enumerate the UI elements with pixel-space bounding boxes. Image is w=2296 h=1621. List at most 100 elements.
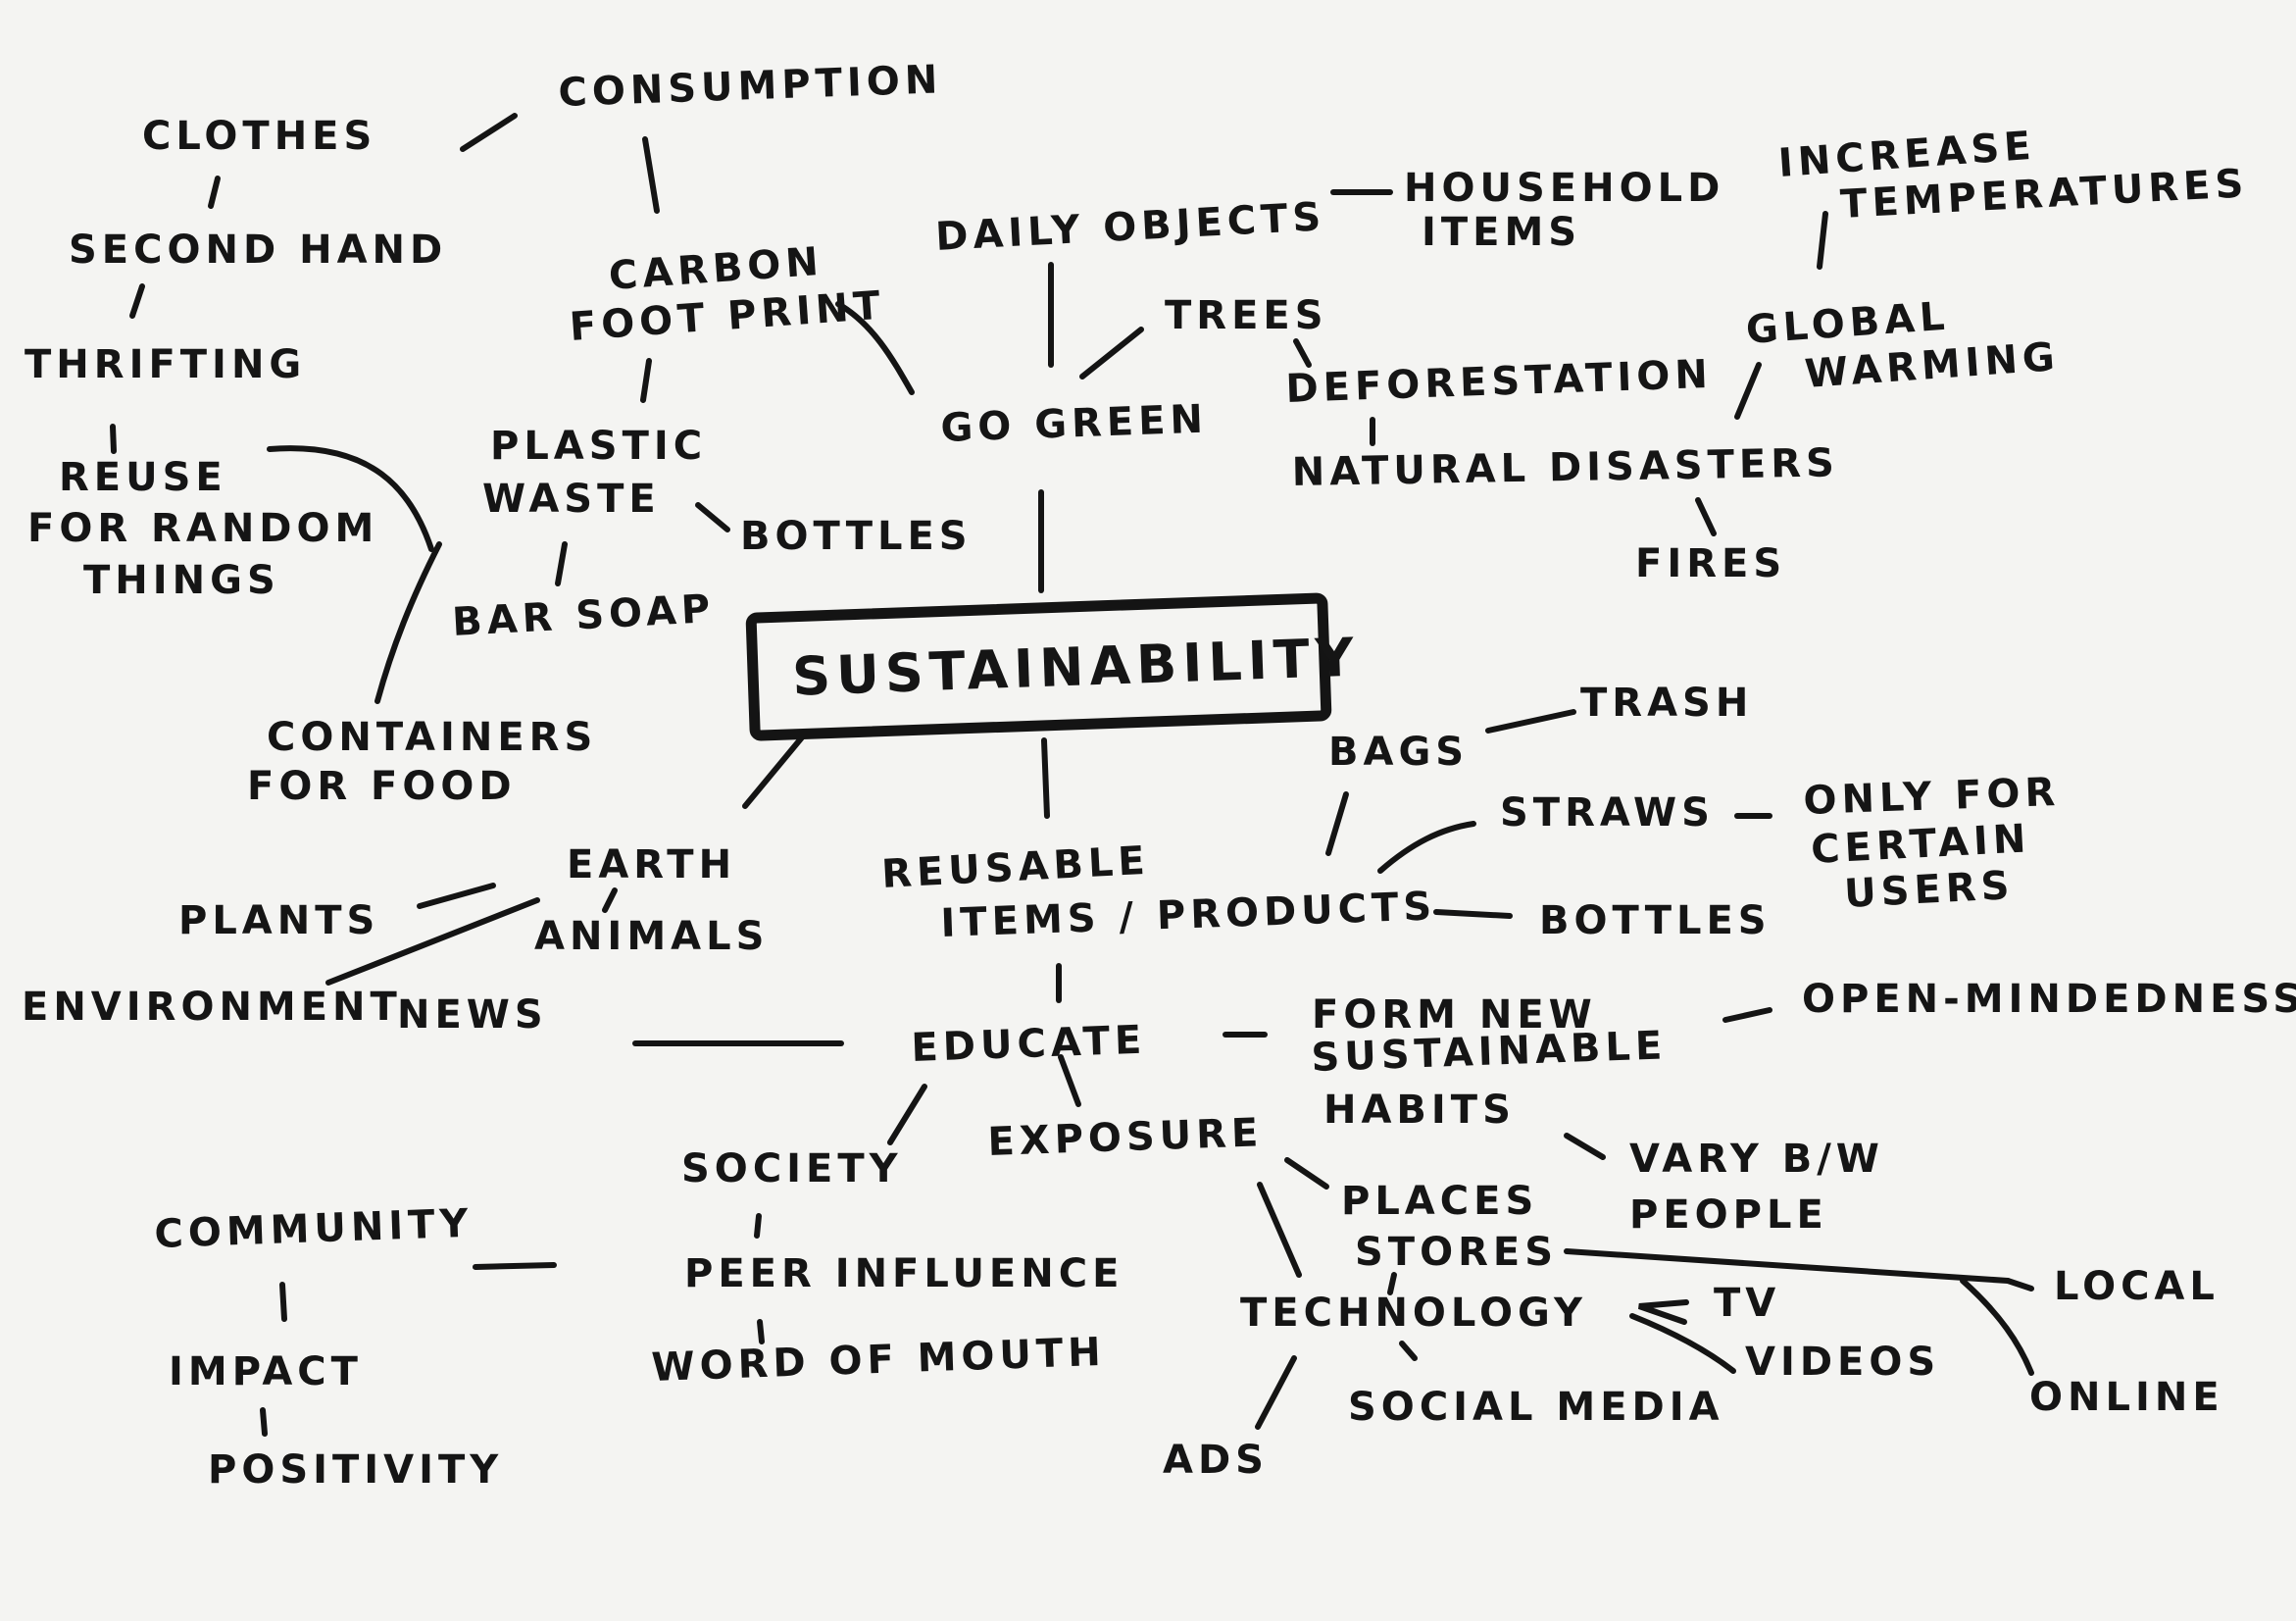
link-reusable-straws [1377,821,1476,874]
node-containers-line1: CONTAINERS [267,715,597,760]
node-bottles-bottom: BOTTLES [1539,898,1772,943]
link-thrifting-reuse [110,424,117,454]
node-go-green: GO GREEN [940,397,1209,451]
node-vary-line1: VARY B/W [1629,1137,1884,1182]
link-center-reusable [1041,737,1050,819]
link-natural-fires [1695,497,1717,536]
link-technology-social [1399,1341,1418,1361]
node-plants: PLANTS [178,898,379,943]
node-online: ONLINE [2029,1375,2224,1420]
node-straws: STRAWS [1500,790,1715,836]
node-reusable-line1: REUSABLE [880,838,1151,897]
node-vary-line2: PEOPLE [1629,1192,1828,1238]
node-reuse-line1: REUSE [59,455,227,500]
link-secondhand-thrifting [129,283,145,319]
node-reusable-line2: ITEMS / PRODUCTS [940,884,1437,946]
link-technology-ads [1255,1355,1297,1430]
node-daily-objects: DAILY OBJECTS [934,194,1326,260]
link-plastic-bottles [695,502,730,532]
node-plastic-line2: WASTE [482,477,661,522]
link-consumption-carbon [642,136,660,214]
link-reuse-containers [267,445,434,552]
node-social-media: SOCIAL MEDIA [1348,1385,1724,1430]
node-exposure: EXPOSURE [987,1110,1264,1165]
node-habits-line3: HABITS [1323,1088,1516,1133]
link-stores-local [1564,1248,2011,1284]
node-environment: ENVIRONMENT [22,985,402,1030]
link-clothes-consumption [460,113,518,152]
link-tv-technology [1638,1299,1689,1325]
node-plastic-line1: PLASTIC [490,424,707,469]
node-impact: IMPACT [169,1349,363,1394]
link-peer-word [757,1319,765,1344]
link-community-peer [473,1262,557,1270]
link-environment-earth [325,897,540,986]
node-household-line2: ITEMS [1422,210,1581,255]
link-exposure-places [1284,1157,1329,1190]
node-natural-disasters: NATURAL DISASTERS [1291,440,1839,495]
node-educate: EDUCATE [911,1018,1147,1071]
node-positivity: POSITIVITY [208,1447,503,1493]
node-places: PLACES [1341,1179,1538,1224]
node-deforestation: DEFORESTATION [1285,352,1714,412]
connector-lines [110,113,2034,1437]
node-society: SOCIETY [681,1146,903,1191]
node-habits-line1: FORM NEW [1312,992,1597,1038]
link-videos-technology [1629,1313,1736,1374]
node-word-of-mouth: WORD OF MOUTH [651,1330,1107,1391]
link-natural-global [1734,362,1762,420]
link-earth-animals [602,887,618,913]
node-news: NEWS [397,992,548,1038]
node-reuse-line2: FOR RANDOM [27,506,378,551]
link-stores-online [1960,1278,2034,1376]
node-open-mindedness: OPEN-MINDEDNESS [1802,977,2296,1022]
node-household-line1: HOUSEHOLD [1404,166,1724,211]
link-carbon-gogreen [835,301,915,395]
node-technology: TECHNOLOGY [1240,1291,1587,1336]
link-habits-vary [1564,1133,1606,1160]
link-plastic-barsoap [555,541,568,586]
node-animals: ANIMALS [534,914,769,959]
node-stores: STORES [1355,1230,1558,1275]
node-ads: ADS [1163,1438,1269,1483]
link-impact-positivity [260,1407,268,1437]
node-thrifting: THRIFTING [25,342,306,387]
link-educate-exposure [1058,1054,1081,1107]
node-second-hand: SECOND HAND [69,228,447,273]
link-gogreen-trees [1079,327,1144,380]
node-consumption: CONSUMPTION [558,57,943,116]
node-peer-influence: PEER INFLUENCE [684,1251,1123,1296]
node-local: LOCAL [2054,1264,2220,1309]
link-reusable-bottles [1433,909,1513,919]
center-box [745,592,1332,741]
node-earth: EARTH [567,842,736,887]
link-carbon-plastic [640,358,652,403]
link-reusable-bags [1325,791,1349,856]
link-educate-society [887,1084,927,1145]
link-clothes-secondhand [208,176,221,209]
node-bags: BAGS [1328,730,1469,775]
link-exposure-technology [1257,1182,1302,1278]
node-tv: TV [1714,1281,1780,1326]
node-bar-soap: BAR SOAP [451,586,716,645]
link-technology-places [1387,1272,1397,1295]
link-bags-trash [1485,709,1576,734]
node-videos: VIDEOS [1745,1340,1940,1385]
node-only-line1: ONLY FOR [1803,770,2061,824]
node-reuse-line3: THINGS [83,558,280,603]
link-local-mark [2005,1278,2034,1292]
node-only-line3: USERS [1843,863,2015,917]
link-center-earth [742,735,805,809]
center-node: SUSTAINABILITY [791,627,1361,708]
node-trash: TRASH [1580,681,1753,726]
node-trees: TREES [1165,293,1328,338]
node-fires: FIRES [1635,541,1786,586]
node-bottles-top: BOTTLES [740,514,973,559]
link-society-peer [754,1213,762,1239]
link-plastic-containers [374,541,442,704]
link-global-increase [1817,211,1828,270]
node-containers-line2: FOR FOOD [247,764,517,809]
link-habits-open [1722,1007,1772,1023]
node-clothes: CLOTHES [142,114,376,159]
node-community: COMMUNITY [154,1201,474,1257]
